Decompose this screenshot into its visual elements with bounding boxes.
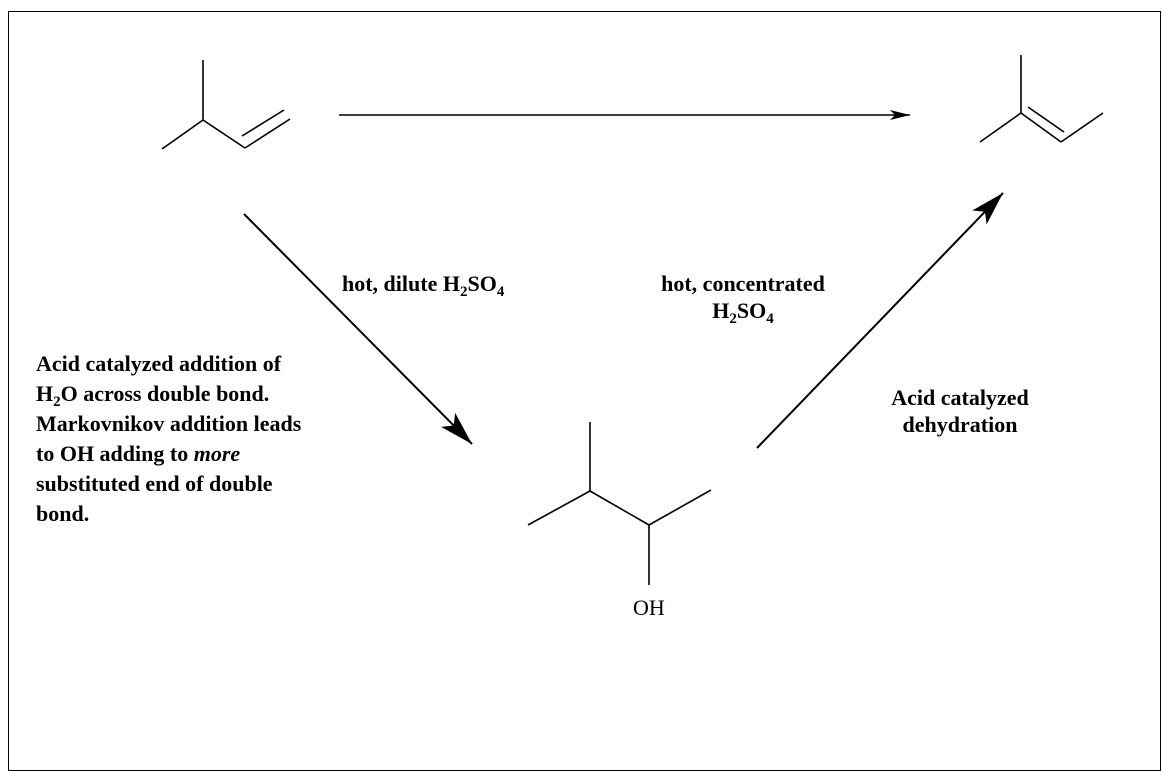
molecule-2-methyl-2-butene <box>979 55 1104 143</box>
molecule-3-methyl-1-butene <box>161 60 291 150</box>
molecule-3-methyl-2-butanol <box>527 422 712 585</box>
reaction-scheme <box>161 55 1104 585</box>
reagent-dilute-h2so4: hot, dilute H2SO4 <box>342 271 505 300</box>
hydration-arrow <box>243 213 473 445</box>
addition-description: Acid catalyzed addition of H2O across do… <box>36 351 302 526</box>
hydroxyl-label: OH <box>633 595 665 620</box>
dehydration-arrow <box>756 192 1004 449</box>
reagent-concentrated-h2so4: hot, concentrated H2SO4 <box>661 271 825 327</box>
dehydration-description: Acid catalyzed dehydration <box>891 385 1029 437</box>
